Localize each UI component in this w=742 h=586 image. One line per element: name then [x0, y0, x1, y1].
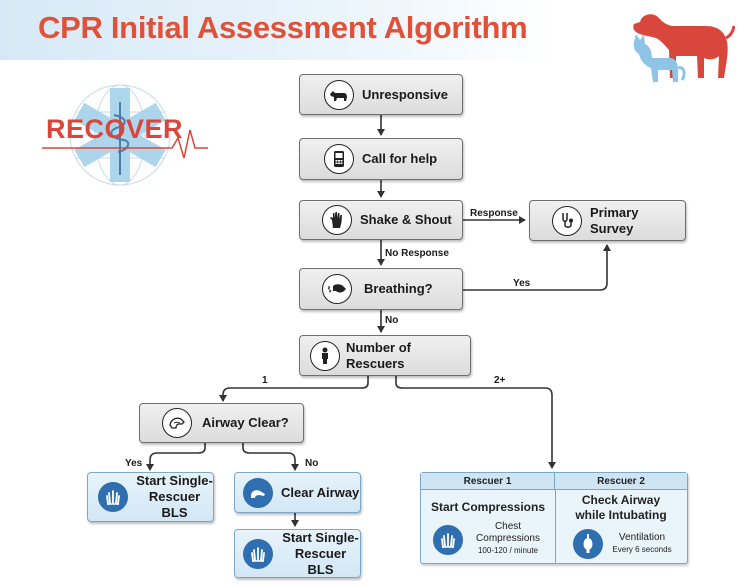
node-label: Number of Rescuers: [346, 339, 411, 371]
edge-label-no-response: No Response: [385, 248, 449, 259]
dog-cat-mascot-icon: [633, 14, 735, 82]
hand-icon: [322, 205, 352, 235]
node-label: Unresponsive: [362, 86, 448, 102]
phone-icon: [324, 144, 354, 174]
edge-label-yes-breathing: Yes: [513, 278, 531, 289]
rescuer-2-task-line2: while Intubating: [575, 508, 667, 522]
node-label: Call for help: [362, 151, 438, 166]
node-label: Start Single-Rescuer BLS: [282, 529, 359, 577]
edge-label-two-plus-rescuers: 2+: [494, 375, 506, 386]
person-icon: [310, 340, 340, 371]
node-label: Shake & Shout: [360, 212, 452, 227]
rescuer-1-column: Start Compressions Chest Compressions 10…: [421, 490, 556, 563]
compression-hands-icon: [243, 538, 273, 569]
compression-hands-icon: [433, 525, 463, 555]
rescuer-1-header: Rescuer 1: [421, 473, 555, 490]
node-clear-airway: Clear Airway: [234, 472, 361, 513]
rescuer-1-detail: Chest Compressions 100-120 / minute: [465, 521, 551, 557]
rescuer-1-rate: 100-120 / minute: [477, 546, 539, 555]
stethoscope-icon: [552, 205, 582, 236]
rescuer-2-detail-text: Ventilation: [618, 532, 666, 543]
node-label: Breathing?: [364, 281, 433, 296]
rescuer-1-task: Start Compressions: [430, 500, 546, 514]
edge-label-no-airway: No: [305, 458, 319, 469]
edge-label-response: Response: [470, 208, 518, 219]
lying-dog-icon: [324, 79, 354, 110]
node-unresponsive: Unresponsive: [299, 74, 463, 115]
node-label: Start Single-Rescuer BLS: [136, 473, 213, 520]
compression-hands-icon: [98, 482, 128, 512]
node-label: Primary Survey: [590, 204, 639, 236]
edge-label-no-breathing: No: [385, 315, 399, 326]
node-primary-survey: Primary Survey: [529, 200, 686, 241]
airway-icon: [162, 408, 192, 438]
rescuer-2-rate: Every 6 seconds: [612, 545, 672, 554]
node-breathing: Breathing?: [299, 268, 463, 310]
rescuer-2-header: Rescuer 2: [555, 473, 687, 490]
two-rescuer-panel: Rescuer 1 Rescuer 2 Start Compressions C…: [420, 472, 688, 564]
edge-label-one-rescuer: 1: [262, 375, 268, 386]
rescuer-2-task: Check Airway while Intubating: [555, 493, 687, 523]
rescuer-2-task-line1: Check Airway: [581, 493, 661, 507]
node-label: Clear Airway: [281, 484, 360, 500]
ambu-bag-icon: [573, 529, 603, 559]
logo-text: RECOVER: [46, 114, 184, 144]
node-number-of-rescuers: Number of Rescuers: [299, 335, 471, 376]
node-start-single-rescuer-bls-2: Start Single-Rescuer BLS: [234, 529, 361, 578]
rescuer-1-detail-line2: Compressions: [476, 533, 540, 544]
page-title: CPR Initial Assessment Algorithm: [38, 10, 528, 45]
breathing-dog-icon: [322, 274, 352, 304]
rescuer-2-column: Check Airway while Intubating Ventilatio…: [555, 490, 687, 563]
suction-icon: [243, 477, 273, 508]
node-call-for-help: Call for help: [299, 138, 463, 180]
node-airway-clear: Airway Clear?: [139, 403, 304, 443]
rescuer-2-detail: Ventilation Every 6 seconds: [601, 532, 683, 556]
node-shake-shout: Shake & Shout: [299, 200, 463, 240]
node-label: Airway Clear?: [202, 415, 289, 430]
node-start-single-rescuer-bls-1: Start Single-Rescuer BLS: [87, 472, 214, 522]
header-band: [0, 0, 742, 60]
rescuer-1-detail-line1: Chest: [494, 521, 522, 532]
recover-logo: [42, 84, 208, 186]
edge-label-yes-airway: Yes: [125, 458, 143, 469]
